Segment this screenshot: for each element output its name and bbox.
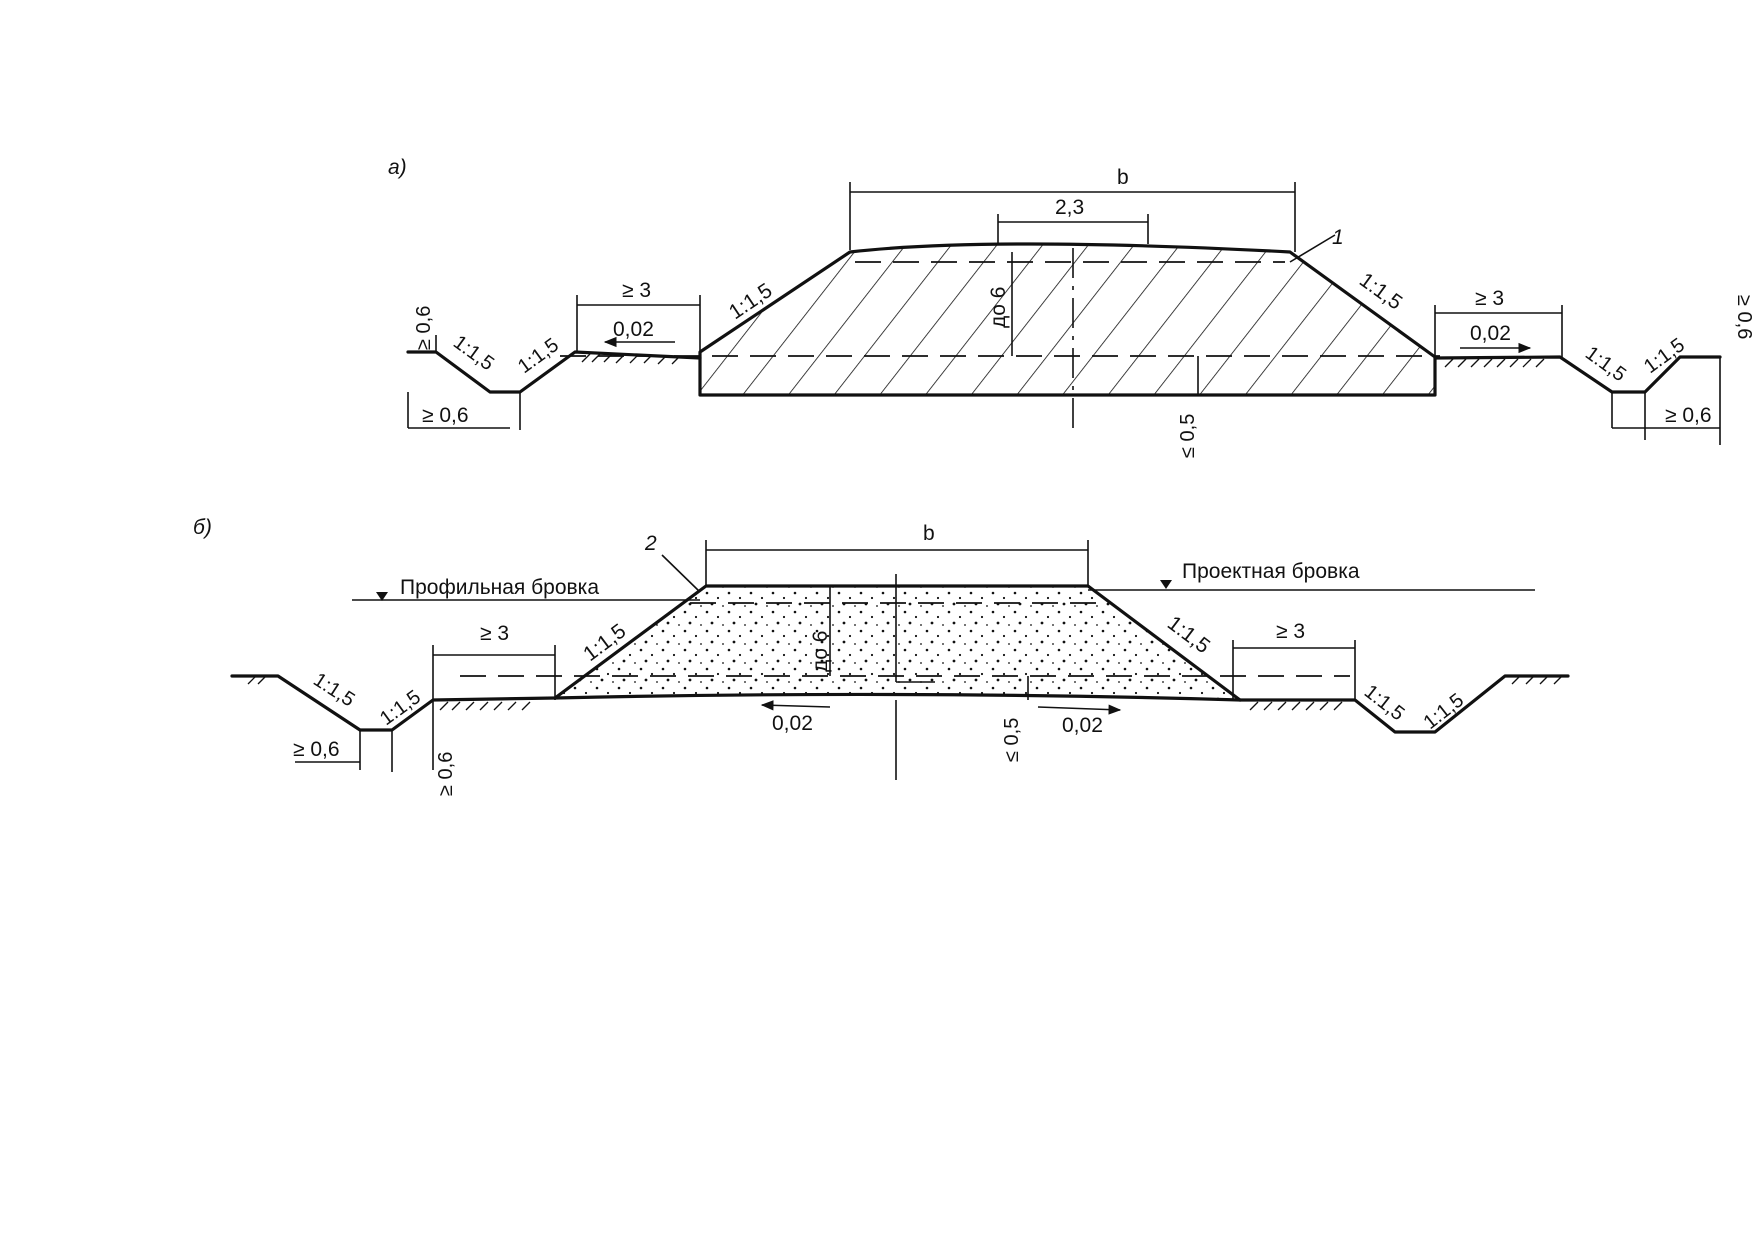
diagram-b-slope-ditch-right-inner: 1:1,5 <box>1360 681 1409 726</box>
diagram-a-crown-label: 2,3 <box>1055 196 1084 219</box>
diagram-b-ditch-depth: ≥ 0,6 <box>435 752 457 796</box>
diagram-a-marker-label: 1 <box>1332 226 1344 249</box>
diagram-b-label: б) <box>193 516 212 539</box>
diagram-b: б) Профильная бровка Проектная бровка <box>193 516 1570 796</box>
diagram-b-grade-right: 0,02 <box>1062 714 1103 737</box>
diagram-a-depth-label: ≤ 0,5 <box>1177 414 1199 458</box>
diagram-b-height-label: до 6 <box>809 631 832 672</box>
diagram-b-berm-left: ≥ 3 <box>480 622 509 645</box>
diagram-b-berm-right: ≥ 3 <box>1276 620 1305 643</box>
diagram-b-design-edge-label: Проектная бровка <box>1182 560 1360 583</box>
diagram-b-depth-label: ≤ 0,5 <box>1001 718 1023 762</box>
diagram-a-label: а) <box>388 156 407 179</box>
diagram-a-berm-left: ≥ 3 <box>622 279 651 302</box>
diagram-a-ditch-left-width: ≥ 0,6 <box>422 404 469 427</box>
diagram-a-grade-right: 0,02 <box>1470 322 1511 345</box>
diagram-b-slope-ditch-left-outer: 1:1,5 <box>309 669 358 712</box>
diagram-a-height-label: до 6 <box>987 287 1010 328</box>
diagram-a-embankment <box>700 244 1435 395</box>
diagram-a-slope-ditch-right-inner: 1:1,5 <box>1581 342 1630 386</box>
diagram-a-grade-left: 0,02 <box>613 318 654 341</box>
diagram-a: а) <box>388 156 1755 458</box>
diagram-a-width-label: b <box>1117 166 1129 189</box>
diagram-a-ditch-left-depth: ≥ 0,6 <box>413 306 435 350</box>
diagram-a-ditch-right-width: ≥ 0,6 <box>1665 404 1712 427</box>
diagram-b-design-edge-mark <box>1160 580 1172 589</box>
diagram-b-marker-label: 2 <box>644 532 657 555</box>
diagram-b-slope-ditch-right-outer: 1:1,5 <box>1420 689 1469 734</box>
diagram-a-slope-ditch-left-inner: 1:1,5 <box>514 334 563 378</box>
diagram-b-embankment <box>555 586 1240 700</box>
diagram-b-profile-edge-mark <box>376 592 388 601</box>
diagram-b-width-label: b <box>923 522 935 545</box>
diagram-b-ditch-width: ≥ 0,6 <box>293 738 340 761</box>
diagram-a-ditch-right-depth: ≥ 0,6 <box>1733 295 1755 339</box>
diagram-b-grade-left: 0,02 <box>772 712 813 735</box>
diagram-b-profile-edge-label: Профильная бровка <box>400 576 599 599</box>
diagram-a-berm-right: ≥ 3 <box>1475 287 1504 310</box>
